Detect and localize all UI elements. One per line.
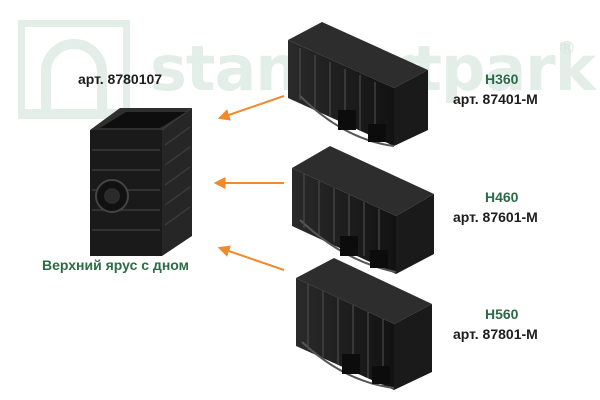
channel-h360-article: арт. 87401-M bbox=[453, 91, 538, 107]
arrow-h560 bbox=[217, 245, 285, 271]
watermark-emblem-icon bbox=[18, 20, 130, 119]
base-unit-box bbox=[90, 108, 192, 256]
arrow-h360 bbox=[217, 95, 285, 121]
channel-h560-code: H560 bbox=[485, 306, 519, 322]
channel-h360-illustration bbox=[288, 22, 428, 147]
channel-h560-illustration bbox=[296, 258, 432, 390]
base-unit-article: арт. 8780107 bbox=[78, 71, 163, 87]
channel-h360-code: H360 bbox=[485, 71, 519, 87]
channel-h560-article: арт. 87801-M bbox=[453, 326, 538, 342]
watermark-registered-mark: ® bbox=[558, 38, 576, 59]
base-unit-caption: Верхний ярус с дном bbox=[42, 257, 189, 273]
channel-h460-code: H460 bbox=[485, 189, 519, 205]
channel-h460-illustration bbox=[292, 146, 434, 274]
channel-h460-article: арт. 87601-M bbox=[453, 209, 538, 225]
